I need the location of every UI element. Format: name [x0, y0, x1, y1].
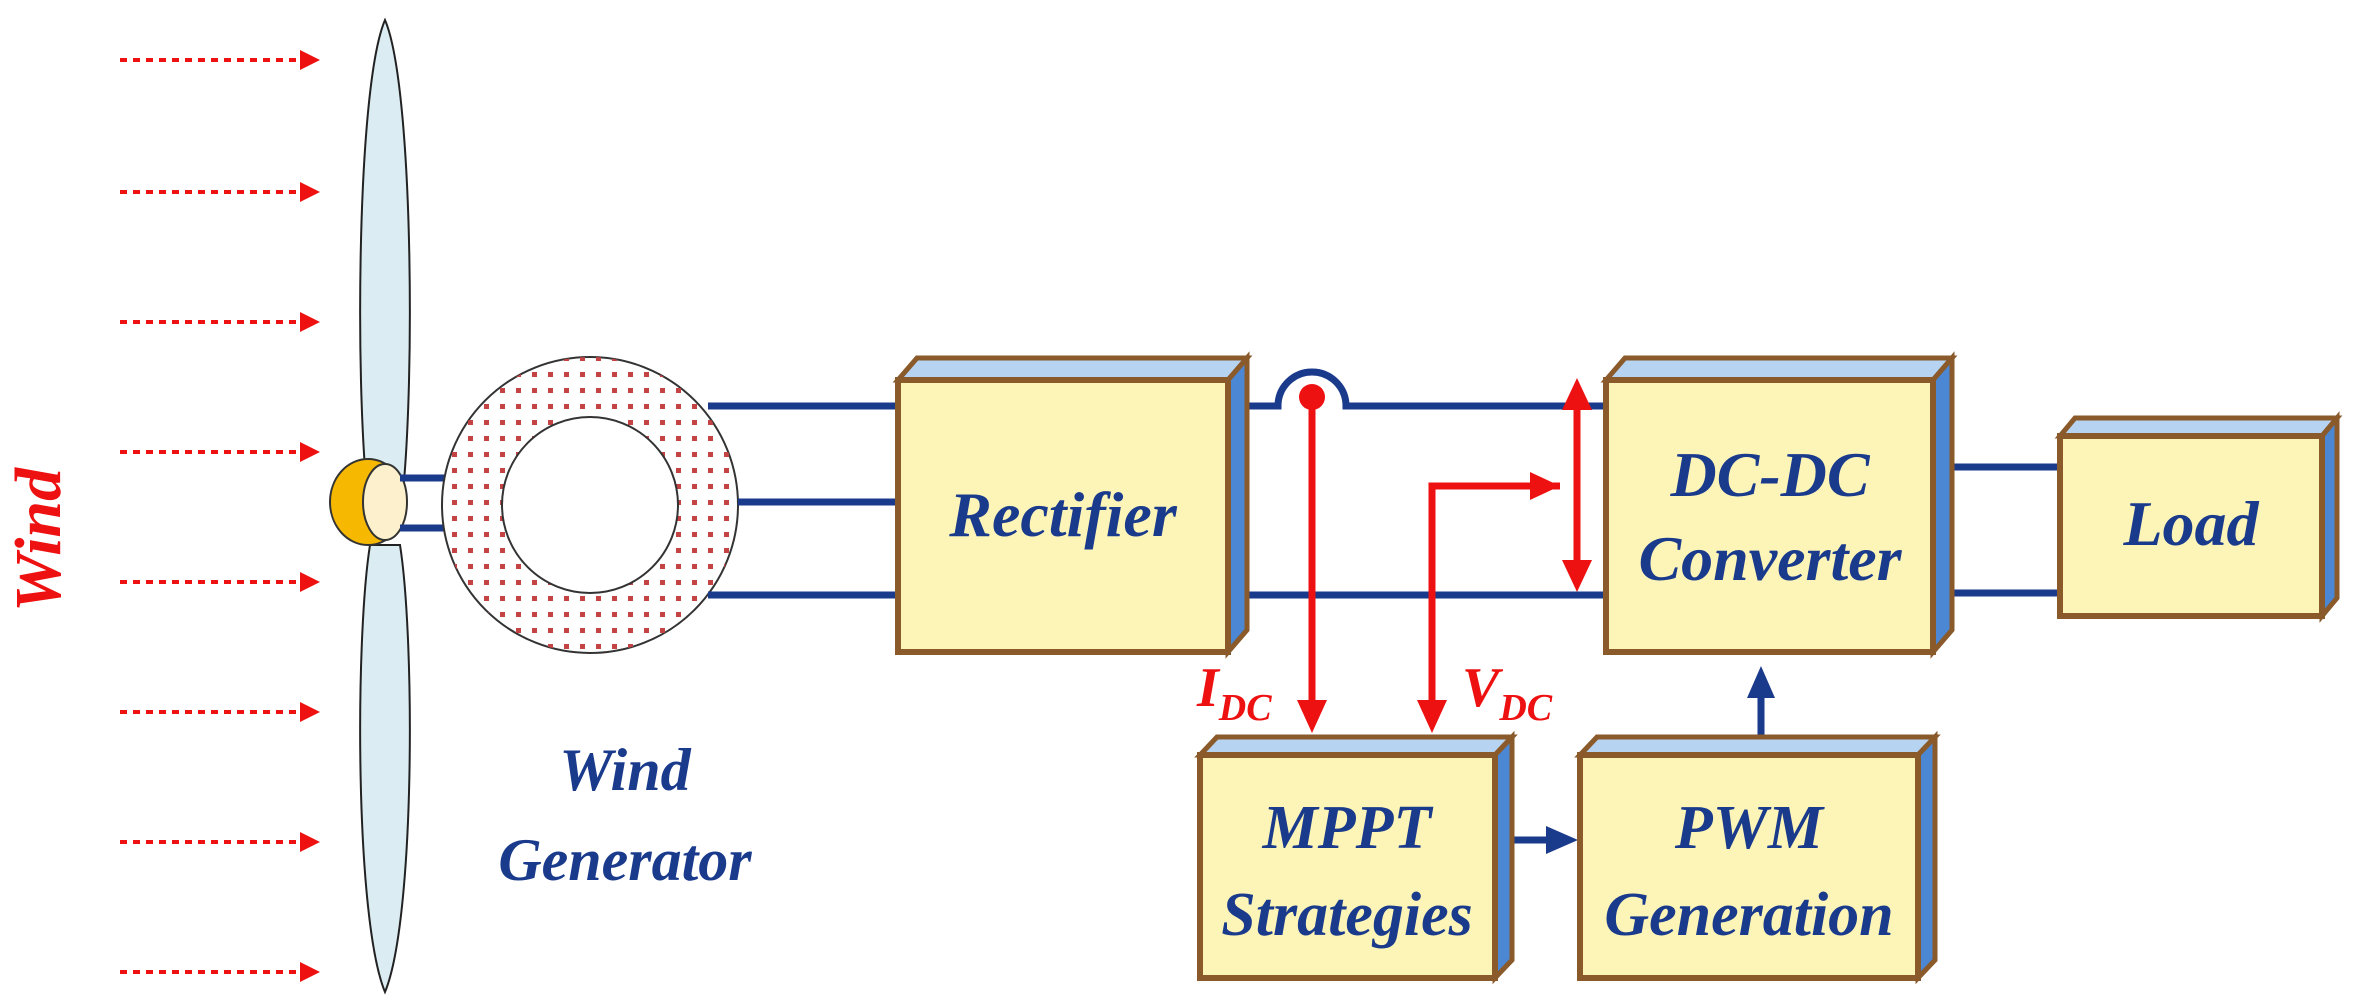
current-label: IDC — [1196, 657, 1272, 729]
pwm-label-line1: PWM — [1674, 794, 1825, 862]
turbine-blades — [359, 17, 411, 995]
wind-generator — [441, 356, 739, 654]
wind-arrow — [120, 50, 320, 70]
voltage-label: VDC — [1462, 657, 1553, 729]
converter-label-line2: Converter — [1638, 523, 1902, 594]
current-label-main: I — [1196, 657, 1221, 719]
upper-blade — [359, 17, 411, 516]
mppt-block: MPPT Strategies — [1194, 730, 1518, 985]
lower-blade — [359, 544, 411, 995]
generator-label-line2: Generator — [498, 827, 752, 893]
pwm-to-converter-arrow — [1747, 666, 1775, 740]
wind-arrow — [120, 182, 320, 202]
wind-arrow — [120, 832, 320, 852]
pwm-label-line2: Generation — [1604, 881, 1893, 949]
wind-arrow — [120, 962, 320, 982]
current-label-sub: DC — [1218, 687, 1272, 729]
wind-arrow — [120, 312, 320, 332]
wind-arrow — [120, 702, 320, 722]
generator-label-line1: Wind — [559, 737, 691, 803]
turbine-hub — [329, 458, 408, 546]
voltage-sense-line — [1417, 378, 1592, 733]
wind-label: Wind — [2, 467, 75, 612]
mppt-label-line2: Strategies — [1221, 881, 1472, 949]
wind-arrow — [120, 572, 320, 592]
mppt-label-line1: MPPT — [1262, 794, 1434, 862]
rectifier-block: Rectifier — [892, 351, 1253, 659]
pwm-block: PWM Generation — [1574, 730, 1941, 985]
wind-arrows — [120, 50, 320, 982]
voltage-label-main: V — [1462, 657, 1504, 719]
current-sense-line — [1297, 384, 1327, 733]
converter-label-line1: DC-DC — [1669, 439, 1870, 510]
converter-block: DC-DC Converter — [1600, 351, 1958, 659]
rectifier-label: Rectifier — [948, 479, 1178, 550]
voltage-label-sub: DC — [1498, 687, 1552, 729]
mppt-to-pwm-arrow — [1510, 826, 1578, 854]
ac-wires — [708, 402, 898, 599]
load-block: Load — [2054, 411, 2343, 623]
output-wires — [1952, 463, 2060, 597]
dc-bus-positive — [1242, 368, 1606, 410]
turbine-shaft — [400, 474, 448, 532]
load-label: Load — [2122, 488, 2259, 559]
wind-arrow — [120, 442, 320, 462]
